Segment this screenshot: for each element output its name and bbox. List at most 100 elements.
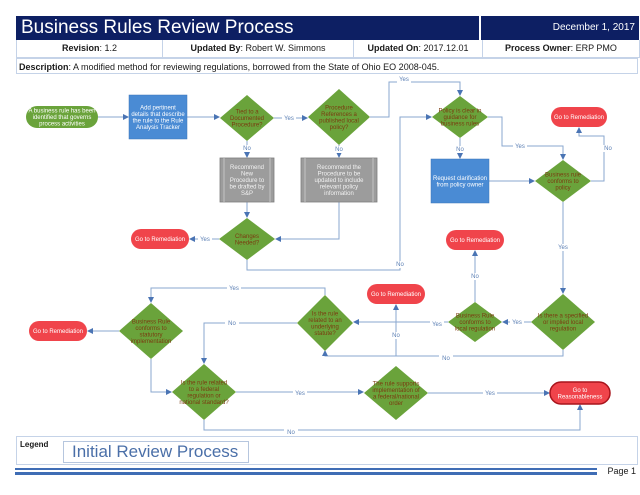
legend-title: Initial Review Process <box>63 441 249 463</box>
edge-label-bg <box>393 261 407 268</box>
connector-proc-to-policy-yes <box>370 81 463 118</box>
policy-clear-decision <box>432 96 488 138</box>
remediation-2-label: Go to Remediation <box>135 237 185 243</box>
supports-federal-decision <box>364 366 428 420</box>
edge-label-bg <box>332 146 346 153</box>
connector-federal-no-to-reason <box>203 404 583 431</box>
footer-rule-top <box>15 468 597 470</box>
remediation-4-terminal <box>367 284 425 304</box>
revision-cell: Revision: 1.2 <box>17 40 163 57</box>
conforms-policy-decision <box>535 160 591 202</box>
process-owner-value: : ERP PMO <box>570 43 617 53</box>
edge-label-no: No <box>442 356 450 362</box>
edge-label-no: No <box>243 146 251 152</box>
edge-label-bg <box>227 285 241 292</box>
edge-label-yes: Yes <box>295 391 305 397</box>
remediation-1-terminal <box>551 107 607 127</box>
updated-on-cell: Updated On: 2017.12.01 <box>354 40 483 57</box>
connector-conforms-to-rem1-no <box>576 127 605 182</box>
edge-label-no: No <box>287 430 295 436</box>
edge-label-bg <box>439 355 453 362</box>
updated-on-label: Updated On <box>367 43 419 53</box>
conforms-local-decision <box>448 302 502 342</box>
revision-value: : 1.2 <box>99 43 118 53</box>
page-number: Page 1 <box>607 466 636 476</box>
remediation-5-terminal <box>29 321 87 341</box>
description-row: Description: A modified method for revie… <box>16 58 638 74</box>
federal-related-decision <box>172 364 236 420</box>
edge-label-no: No <box>392 333 400 339</box>
edge-label-bg <box>282 115 296 122</box>
edge-label-bg <box>397 76 411 83</box>
footer-rule-bottom <box>15 472 597 475</box>
edge-label-bg <box>225 320 239 327</box>
request-clarify-process <box>430 158 490 204</box>
edge-label-bg <box>453 146 467 153</box>
edge-label-bg <box>468 273 482 280</box>
recommend-new-subprocess <box>219 157 275 203</box>
edge-label-yes: Yes <box>399 77 409 83</box>
related-statute-decision <box>297 295 353 351</box>
remediation-2-terminal <box>131 229 189 249</box>
edge-label-no: No <box>228 321 236 327</box>
edge-label-yes: Yes <box>485 391 495 397</box>
edge-label-no: No <box>471 274 479 280</box>
proc-refs-decision <box>308 89 370 145</box>
remediation-5-label: Go to Remediation <box>33 329 83 335</box>
legend-box: Legend Initial Review Process <box>16 436 638 465</box>
updated-on-value: : 2017.12.01 <box>418 43 469 53</box>
edge-label-yes: Yes <box>432 322 442 328</box>
process-owner-label: Process Owner <box>505 43 571 53</box>
specified-local-decision <box>531 294 595 350</box>
edge-label-bg <box>601 145 615 152</box>
remediation-3-terminal <box>446 230 504 250</box>
title-bar: Business Rules Review Process December 1… <box>16 16 639 40</box>
document-date: December 1, 2017 <box>552 22 635 33</box>
edge-label-yes: Yes <box>200 237 210 243</box>
connector-policy-to-conforms-yes <box>488 116 566 160</box>
edge-label-no: No <box>604 146 612 152</box>
conforms-statutory-decision <box>119 303 183 359</box>
edge-label-yes: Yes <box>284 116 294 122</box>
edge-label-bg <box>430 321 444 328</box>
edge-label-yes: Yes <box>515 144 525 150</box>
edge-label-bg <box>513 143 527 150</box>
edge-label-bg <box>240 145 254 152</box>
description-value: : A modified method for reviewing regula… <box>68 62 440 72</box>
edge-label-bg <box>556 244 570 251</box>
updated-by-value: : Robert W. Simmons <box>240 43 326 53</box>
updated-by-cell: Updated By: Robert W. Simmons <box>163 40 354 57</box>
edge-label-no: No <box>396 262 404 268</box>
edge-label-yes: Yes <box>229 286 239 292</box>
title-divider <box>479 16 481 40</box>
edge-label-bg <box>293 390 307 397</box>
remediation-4-label: Go to Remediation <box>371 292 421 298</box>
edge-label-bg <box>389 332 403 339</box>
connector-statute-no-to-federal <box>201 322 297 364</box>
connector-changes-no-loop <box>246 114 432 271</box>
edge-label-bg <box>483 390 497 397</box>
tied-doc-decision <box>220 95 274 141</box>
reasonableness-terminal <box>549 381 611 405</box>
edge-label-bg <box>510 319 524 326</box>
legend-label: Legend <box>20 440 49 449</box>
edge-label-yes: Yes <box>512 320 522 326</box>
